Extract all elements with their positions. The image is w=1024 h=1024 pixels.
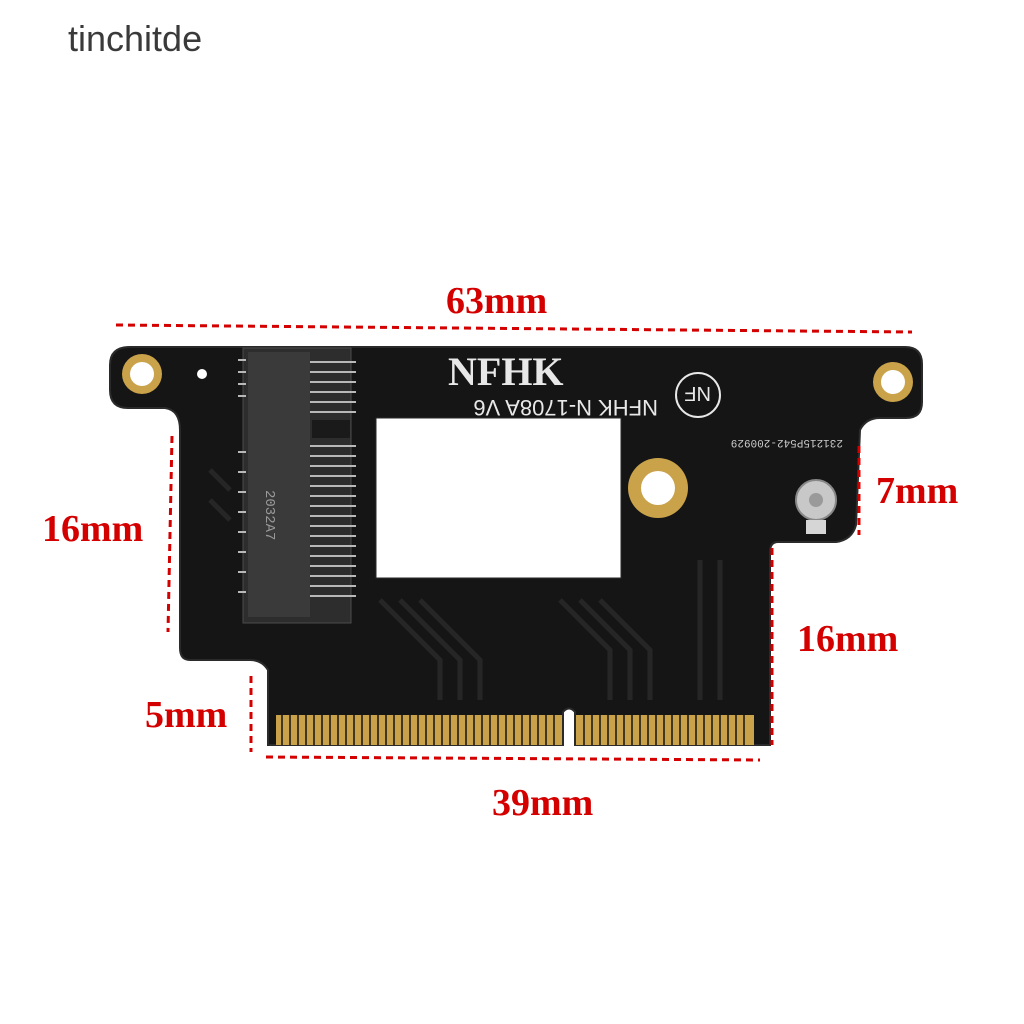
model-label: NFHK N-1708A V6: [473, 395, 658, 420]
board-cutout: [375, 417, 622, 579]
finger-gaps: [281, 715, 745, 745]
serial-label: 231215P542-200929: [731, 436, 843, 448]
brand-logo: NFHK: [448, 349, 564, 394]
dim-left-height: 16mm: [42, 508, 144, 550]
socket-pins: [238, 359, 356, 597]
dim-connector-width: 39mm: [492, 782, 594, 824]
dim-top-width: 63mm: [446, 280, 548, 322]
dim-right-small: 7mm: [876, 470, 959, 512]
nf-logo-ring: [675, 372, 721, 418]
gold-fingers-right: [576, 715, 754, 745]
dimension-lines: [115, 323, 913, 762]
dim-line-left: [166, 435, 174, 633]
gold-fingers-left: [276, 715, 562, 745]
nf-logo-text: NF: [684, 382, 711, 404]
small-hole: [197, 369, 207, 379]
dim-connector-depth: 5mm: [145, 694, 228, 736]
pcb-traces: [208, 468, 723, 700]
dim-right-height: 16mm: [797, 618, 899, 660]
watermark-text: tinchitde: [68, 18, 203, 59]
socket-chip-label: 2032A7: [261, 490, 277, 540]
dim-line-bottom: [265, 755, 761, 762]
dim-line-top: [115, 323, 913, 334]
